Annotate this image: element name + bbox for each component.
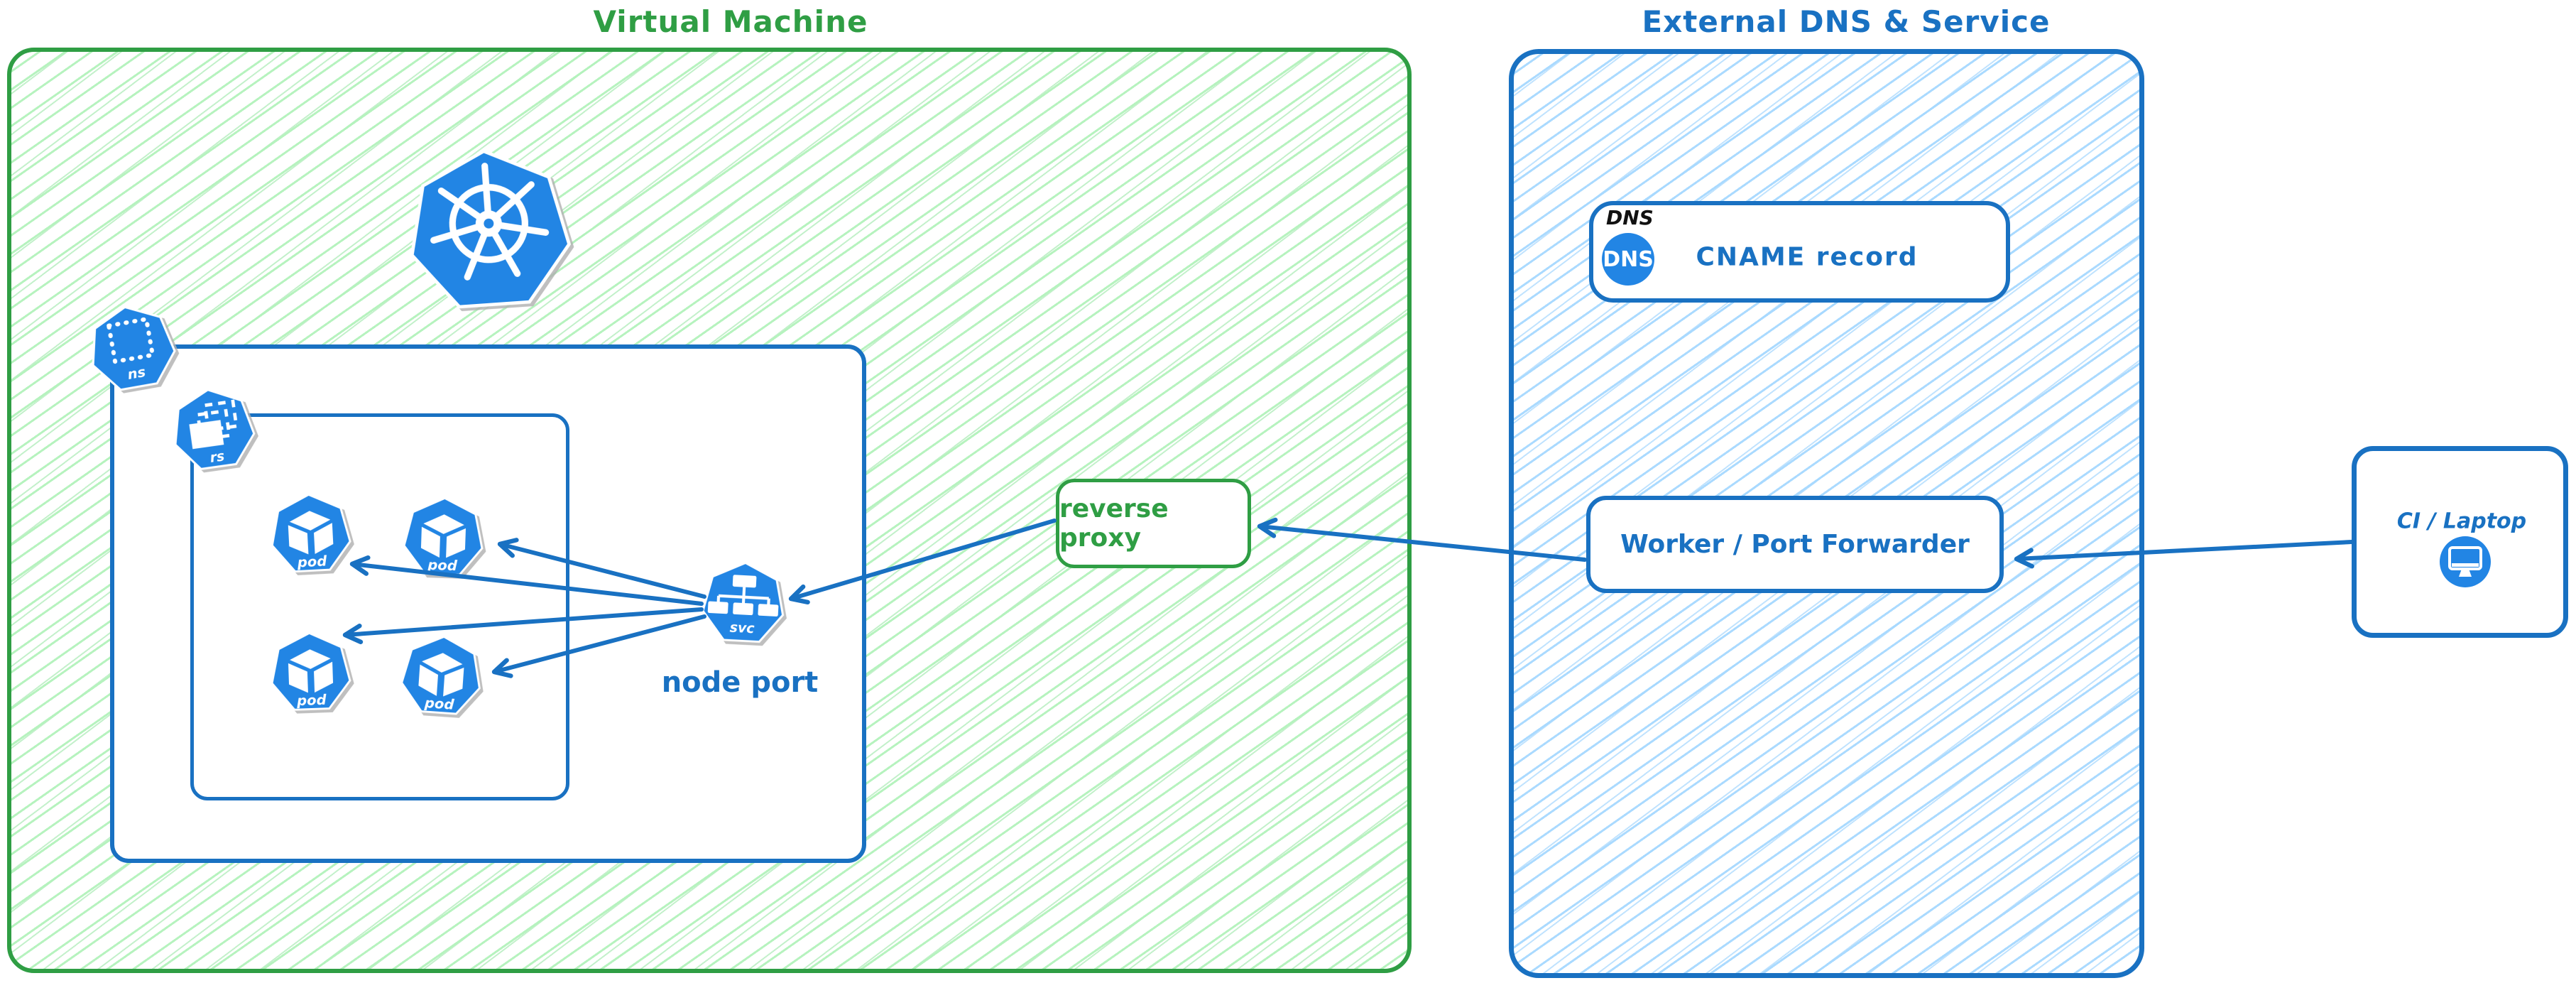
reverse-proxy-label: reverse proxy bbox=[1059, 494, 1169, 553]
pod-icon: pod bbox=[400, 635, 481, 715]
virtual-machine-title: Virtual Machine bbox=[593, 4, 868, 39]
replicaset-icon-label: rs bbox=[209, 449, 226, 466]
namespace-icon: ns bbox=[92, 305, 176, 391]
dns-record-box bbox=[1589, 201, 2010, 303]
service-icon-label: svc bbox=[729, 619, 755, 636]
ci-laptop-box bbox=[2352, 446, 2568, 638]
service-icon: svc bbox=[702, 561, 785, 643]
pod-icon-label: pod bbox=[296, 692, 327, 710]
worker-port-forwarder-label: Worker / Port Forwarder bbox=[1620, 530, 1970, 559]
pod-icon-label: pod bbox=[423, 695, 455, 713]
node-port-caption: node port bbox=[661, 666, 819, 699]
pod-icon-label: pod bbox=[296, 553, 328, 570]
pod-icon: pod bbox=[403, 496, 484, 576]
namespace-icon-label: ns bbox=[126, 364, 147, 383]
worker-port-forwarder-box: Worker / Port Forwarder bbox=[1586, 496, 2004, 593]
kubernetes-logo-icon bbox=[410, 149, 572, 309]
replicaset-boundary-box bbox=[190, 413, 569, 800]
reverse-proxy-box: reverse proxy bbox=[1056, 479, 1251, 568]
external-dns-title: External DNS & Service bbox=[1642, 4, 2051, 39]
dns-badge-icon: DNS bbox=[1602, 233, 1654, 286]
dns-heading: DNS bbox=[1606, 206, 1654, 229]
dns-badge-label: DNS bbox=[1603, 246, 1654, 272]
pod-icon-label: pod bbox=[427, 557, 458, 575]
pod-icon: pod bbox=[271, 493, 351, 573]
ci-laptop-label: CI / Laptop bbox=[2396, 509, 2527, 534]
cname-record-label: CNAME record bbox=[1696, 242, 1919, 272]
pod-icon: pod bbox=[271, 631, 351, 711]
replicaset-icon: rs bbox=[174, 389, 256, 470]
monitor-icon bbox=[2440, 536, 2491, 587]
